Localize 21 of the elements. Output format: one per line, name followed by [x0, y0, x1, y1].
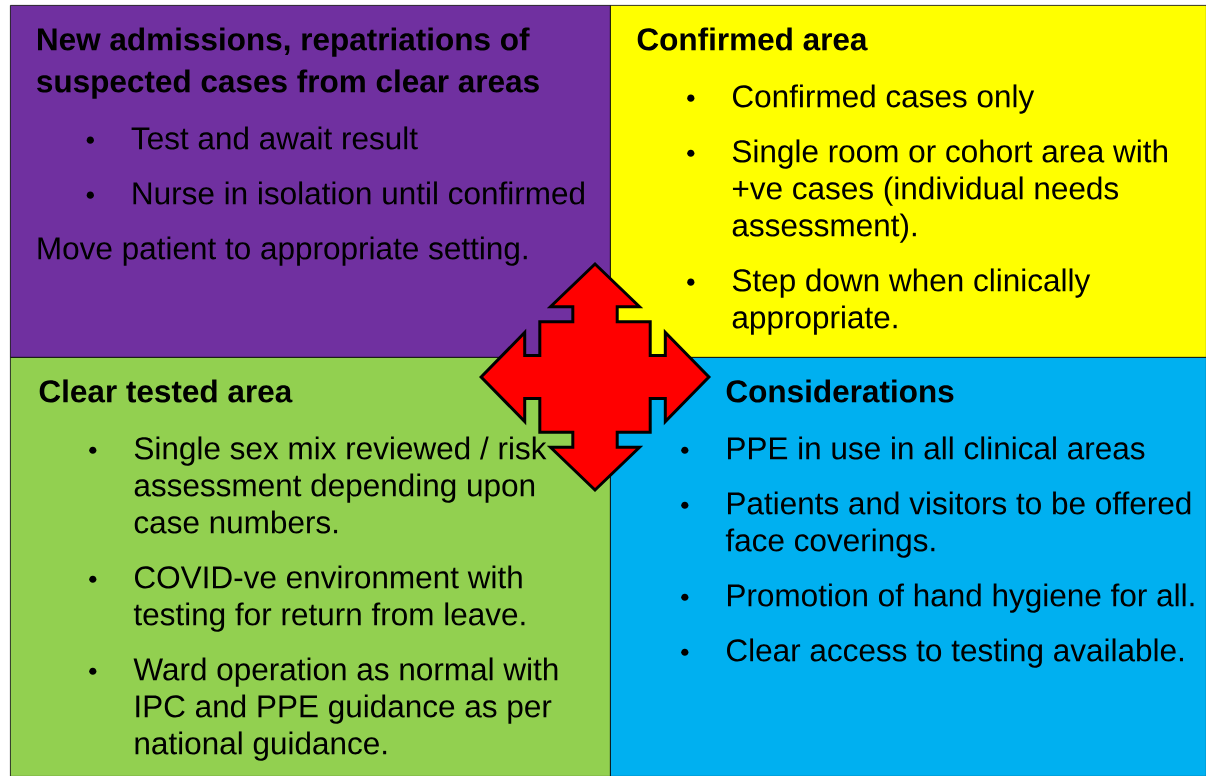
quadrant-box	[610, 357, 1206, 776]
heading: Confirmed area	[637, 27, 868, 51]
heading: New admissions, repatriations of suspected cases from clear areas	[37, 27, 539, 99]
bullet-item: Test and await result	[86, 126, 418, 150]
paragraph: Move patient to appropriate setting.	[38, 236, 527, 266]
heading: Considerations	[726, 379, 954, 403]
bullet-item: Clear access to testing available.	[681, 638, 1183, 668]
bullet-item: Single room or cohort area with +ve cases (individual needs assessment).	[687, 139, 1167, 243]
heading: Clear tested area	[39, 379, 293, 403]
bullet-item: Promotion of hand hygiene for all.	[681, 583, 1194, 613]
quadrant-box	[10, 357, 611, 776]
bullet-item: Confirmed cases only	[687, 84, 1035, 114]
quadrant-box	[10, 5, 611, 358]
quadrant-box	[610, 5, 1206, 358]
bullet-item: Ward operation as normal with IPC and PPE guidance as per national guidance.	[89, 657, 558, 761]
bullet-item: COVID-ve environment with testing for return from leave.	[89, 565, 525, 632]
bullet-item: Single sex mix reviewed / risk assessment depending upon case numbers.	[89, 436, 547, 534]
bullet-item: Patients and visitors to be offered face coverings.	[681, 491, 1191, 558]
bullet-item: Nurse in isolation until confirmed	[86, 181, 584, 205]
bullet-item: PPE in use in all clinical areas	[681, 436, 1145, 460]
bullet-item: Step down when clinically appropriate.	[687, 268, 1091, 335]
